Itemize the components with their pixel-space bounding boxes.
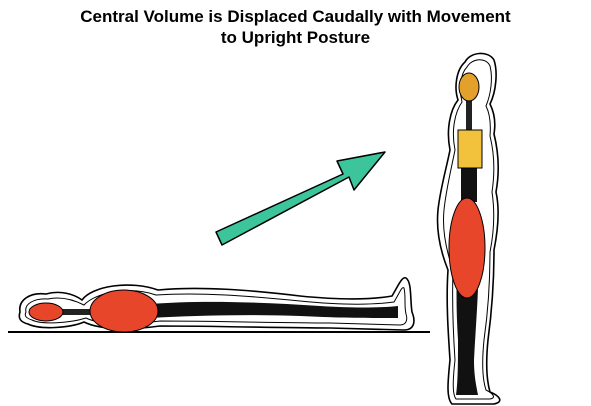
supine-head-volume — [29, 303, 63, 321]
upright-abdomen-volume — [449, 198, 485, 298]
upright-torso-connector — [461, 168, 477, 202]
upright-head-volume — [459, 73, 479, 101]
upright-chest-volume — [458, 130, 482, 168]
upright-figure — [437, 53, 499, 404]
upright-neck — [466, 100, 472, 132]
supine-figure — [19, 278, 414, 332]
transition-arrow — [216, 152, 385, 245]
supine-chest-volume — [90, 290, 158, 332]
